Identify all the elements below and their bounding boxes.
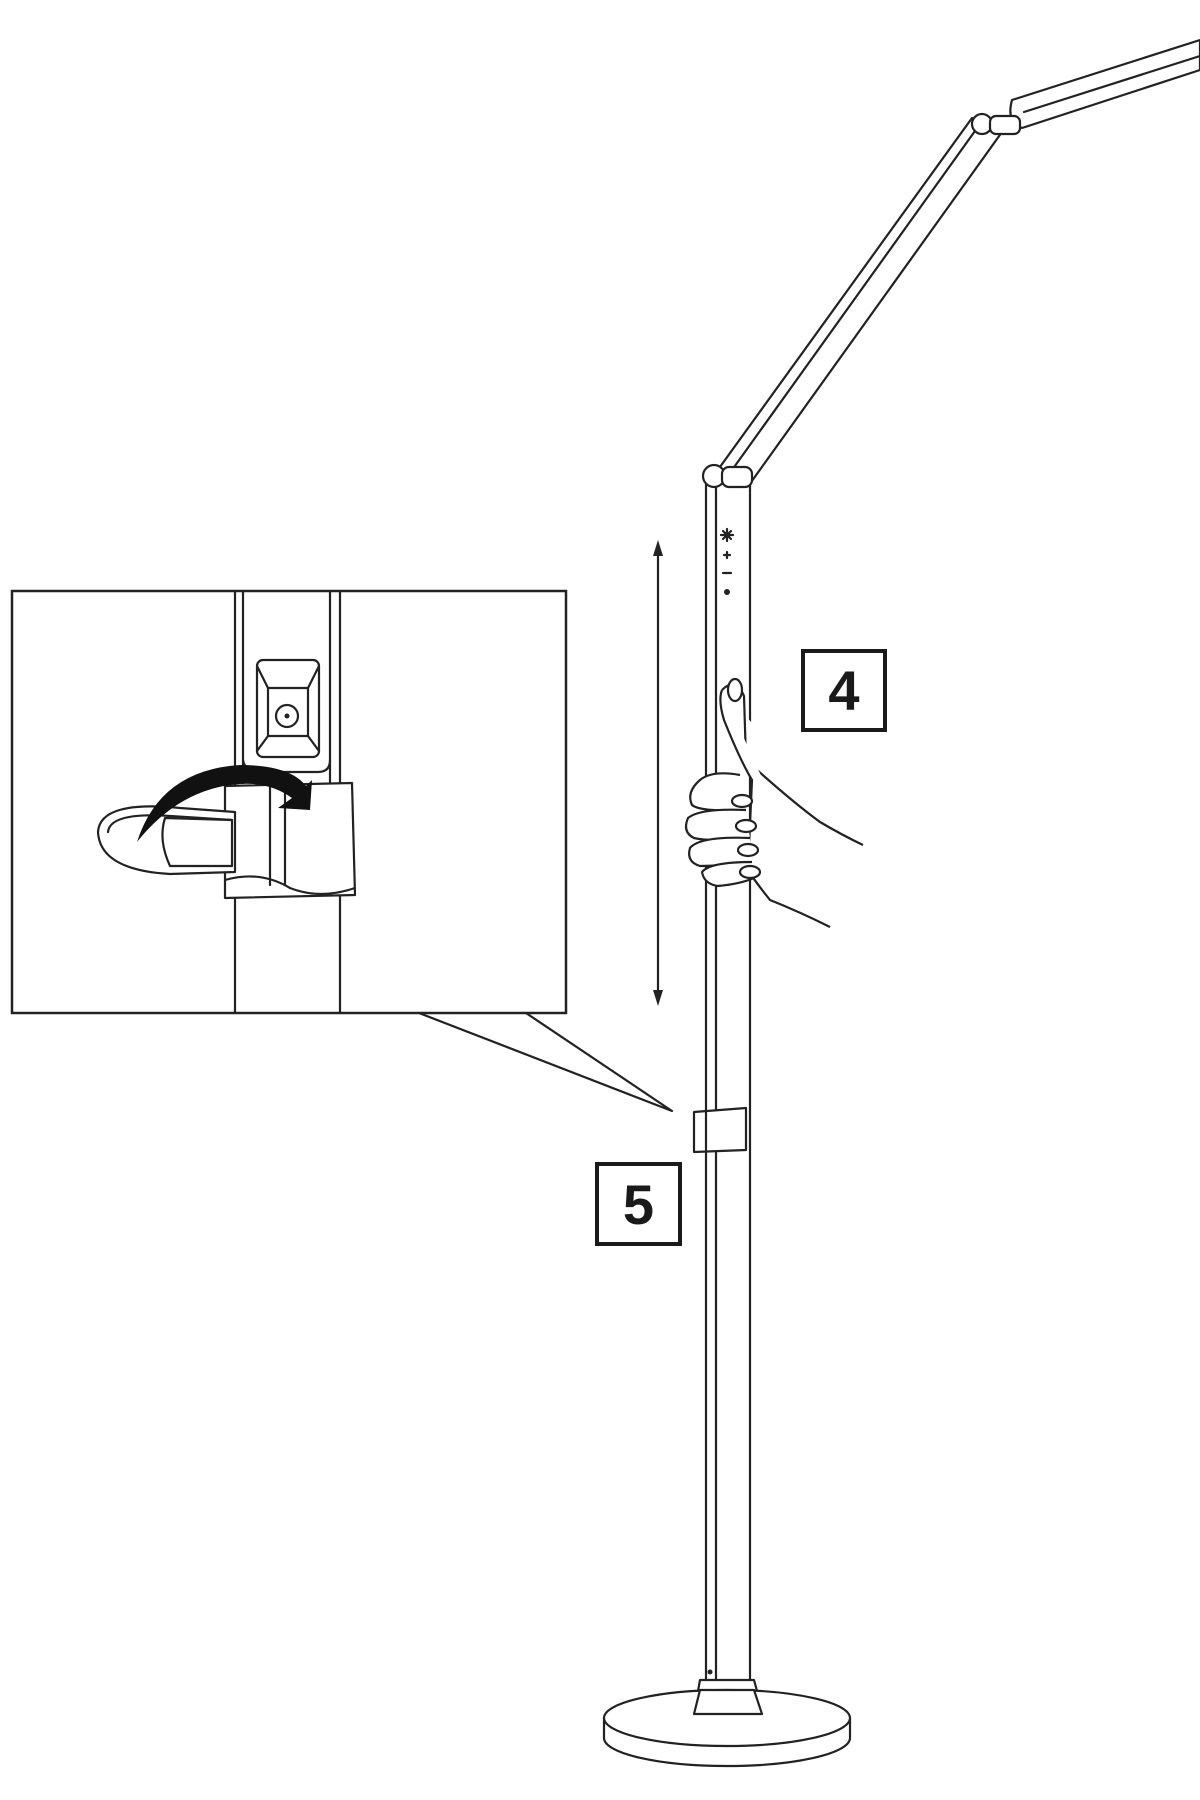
lamp-arm — [710, 112, 1022, 494]
cable-clip — [692, 1106, 748, 1154]
step-5-label: 5 — [595, 1162, 682, 1246]
lamp-base — [602, 1688, 852, 1768]
step-4-label: 4 — [801, 649, 887, 732]
brightness-icon — [719, 527, 735, 543]
hand-illustration — [684, 677, 864, 928]
control-panel — [719, 527, 735, 595]
power-icon — [724, 589, 730, 595]
fold-arrow-icon — [137, 765, 312, 842]
plus-icon — [722, 550, 732, 560]
lamp-head — [1009, 38, 1200, 130]
detail-inset — [10, 589, 674, 1113]
power-socket — [241, 658, 332, 774]
lamp-pole — [692, 463, 762, 1704]
strap-clip — [96, 781, 357, 900]
height-adjust-arrow — [653, 540, 663, 1006]
